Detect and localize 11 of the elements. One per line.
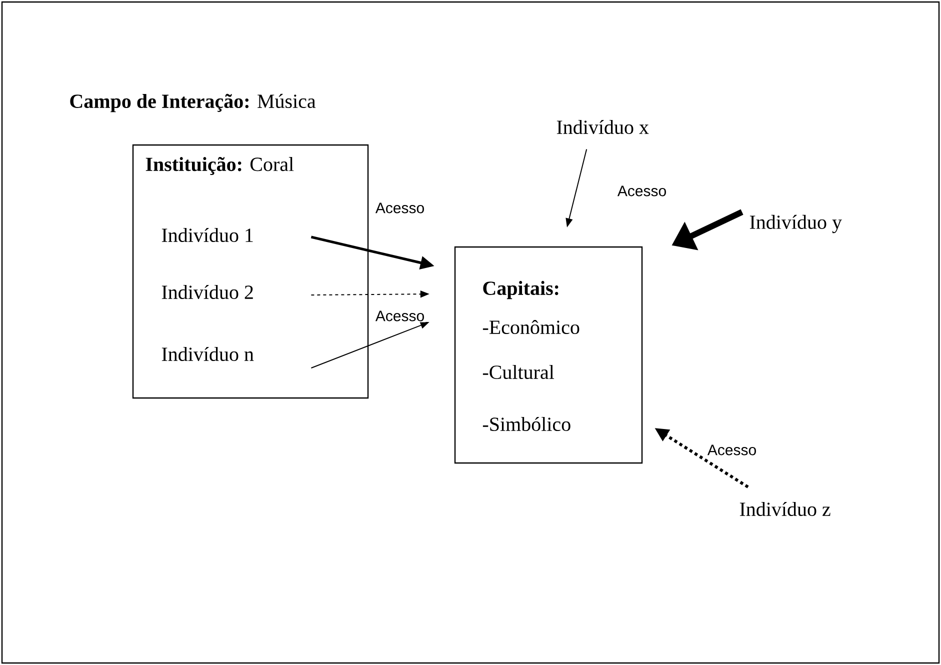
individual-label: Indivíduo n (162, 346, 254, 362)
edge-label: Acesso (706, 444, 758, 456)
individual-label: Indivíduo y (750, 214, 842, 234)
individual-label: Indivíduo 1 (162, 228, 253, 242)
capitals-box: Capitais: -Econômico -Cultural -Simbólico (454, 246, 643, 464)
edge-label: Acesso (374, 202, 426, 214)
individual-label: Indivíduo x (556, 120, 649, 134)
individual-label: Indivíduo 2 (162, 284, 253, 300)
edge-label: Acesso (374, 310, 426, 322)
individual-label: Indivíduo z (740, 502, 830, 516)
edge-label: Acesso (616, 184, 668, 198)
